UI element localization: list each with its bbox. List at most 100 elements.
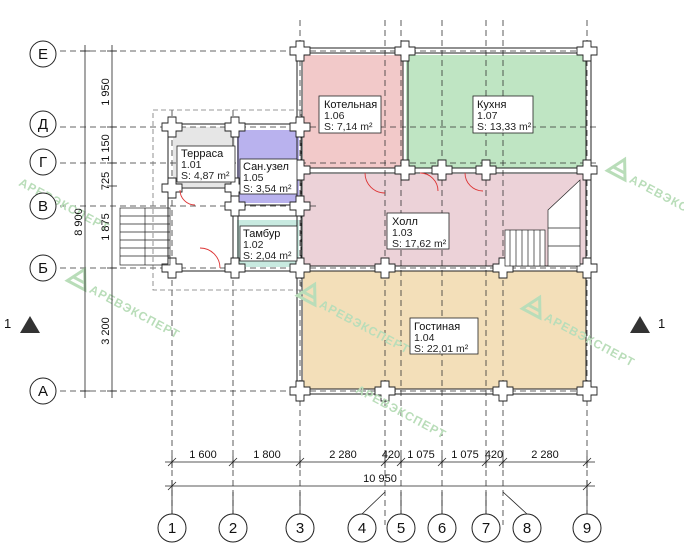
column-axis-5: 5 <box>386 492 416 543</box>
room-name-hall: Холл <box>392 216 418 228</box>
log-crossing <box>224 257 246 279</box>
row-axes: Е Д Г В Б А <box>29 40 57 405</box>
row-axis-V: В <box>29 192 57 220</box>
bottom-dim-5: 1 075 <box>407 449 435 461</box>
room-label-kitchen: Кухня 1.07 S: 13,33 m² <box>472 95 534 134</box>
log-crossing <box>394 40 416 62</box>
log-crossing <box>576 40 598 62</box>
dimension-ticks <box>167 456 592 492</box>
room-area-terrace: S: 4,87 m² <box>181 170 230 182</box>
bottom-dim-1: 1 600 <box>189 449 217 461</box>
room-area-hall: S: 17,62 m² <box>392 238 447 250</box>
room-number-living: 1.04 <box>414 332 435 344</box>
room-area-living: S: 22,01 m² <box>414 343 469 355</box>
log-crossing <box>224 195 246 217</box>
row-axis-B: Б <box>29 254 57 282</box>
watermark-4: АРЕВЭКСПЕРТ <box>604 156 684 232</box>
room-labels: Котельная 1.06 S: 7,14 m² Кухня 1.07 S: … <box>176 95 534 355</box>
row-label-G: Г <box>39 154 47 171</box>
room-number-hall: 1.03 <box>392 227 413 239</box>
left-dim-4: 1 875 <box>100 213 112 241</box>
bottom-dim-7: 420 <box>485 449 503 461</box>
terrace-outline <box>152 109 302 291</box>
room-name-living: Гостиная <box>414 321 460 333</box>
stairs-right <box>504 179 581 267</box>
row-label-A: А <box>38 383 48 400</box>
room-label-terrace: Терраса 1.01 S: 4,87 m² <box>176 145 236 183</box>
log-crossing <box>289 195 311 217</box>
log-crossing <box>374 380 396 402</box>
row-label-V: В <box>38 198 48 215</box>
room-label-boiler: Котельная 1.06 S: 7,14 m² <box>318 95 382 134</box>
room-area-bathroom: S: 3,54 m² <box>243 183 292 195</box>
bottom-dimension-labels: 1 600 1 800 2 280 420 1 075 1 075 420 2 … <box>189 449 559 485</box>
log-crossings <box>161 40 598 402</box>
section-label-right: 1 <box>658 316 665 331</box>
column-axis-3: 3 <box>285 492 315 543</box>
room-area-kitchen: S: 13,33 m² <box>477 121 532 133</box>
doors <box>179 172 484 269</box>
left-dim-2: 1 150 <box>100 134 112 162</box>
column-axis-8: 8 <box>502 491 542 543</box>
column-axis-6: 6 <box>427 492 457 543</box>
room-name-terrace: Терраса <box>181 148 224 160</box>
row-label-B: Б <box>38 260 48 277</box>
log-crossing <box>161 116 183 138</box>
log-crossing <box>161 177 183 199</box>
column-axis-1: 1 <box>157 492 187 543</box>
log-crossing <box>289 380 311 402</box>
column-label-6: 6 <box>438 520 446 537</box>
bottom-dim-6: 1 075 <box>451 449 479 461</box>
column-label-4: 4 <box>358 520 366 537</box>
bottom-dim-4: 420 <box>382 449 400 461</box>
bottom-dimension-chain <box>165 461 595 487</box>
room-number-bathroom: 1.05 <box>243 172 264 184</box>
bottom-dim-3: 2 280 <box>329 449 357 461</box>
column-label-9: 9 <box>583 520 591 537</box>
column-axis-2: 2 <box>218 492 248 543</box>
room-area-vestibule: S: 2,04 m² <box>243 250 292 262</box>
stairs-left <box>119 207 171 266</box>
bottom-dim-8: 2 280 <box>531 449 559 461</box>
log-crossing <box>475 159 497 181</box>
row-axis-E: Е <box>29 40 57 68</box>
room-name-bathroom: Сан.узел <box>243 161 289 173</box>
row-label-E: Е <box>38 46 48 63</box>
log-crossing <box>224 116 246 138</box>
row-axis-D: Д <box>29 110 57 138</box>
log-crossing <box>289 116 311 138</box>
log-crossing <box>431 159 453 181</box>
room-label-living: Гостиная 1.04 S: 22,01 m² <box>409 317 479 355</box>
room-name-kitchen: Кухня <box>477 99 506 111</box>
left-dimension-labels: 1 950 1 150 725 1 875 3 200 8 900 <box>73 78 112 345</box>
column-label-3: 3 <box>296 520 304 537</box>
left-dim-5: 3 200 <box>100 317 112 345</box>
room-number-terrace: 1.01 <box>181 159 202 171</box>
column-axis-9: 9 <box>572 492 602 543</box>
room-name-boiler: Котельная <box>324 99 377 111</box>
log-crossing <box>374 257 396 279</box>
left-dim-total: 8 900 <box>73 208 85 236</box>
column-label-7: 7 <box>482 520 490 537</box>
left-dim-3: 725 <box>100 172 112 190</box>
left-dimension-chain <box>80 45 117 398</box>
section-mark-right: 1 <box>630 316 665 333</box>
section-label-left: 1 <box>4 316 11 331</box>
log-crossing <box>576 380 598 402</box>
log-crossing <box>576 159 598 181</box>
log-crossing <box>394 159 416 181</box>
column-label-2: 2 <box>229 520 237 537</box>
left-dim-1: 1 950 <box>100 78 112 106</box>
row-axis-A: А <box>29 377 57 405</box>
room-area-boiler: S: 7,14 m² <box>324 121 373 133</box>
column-axis-7: 7 <box>471 492 501 543</box>
room-label-vestibule: Тамбур 1.02 S: 2,04 m² <box>239 225 298 262</box>
room-label-bathroom: Сан.узел 1.05 S: 3,54 m² <box>239 158 298 195</box>
watermark-text-4: АРЕВЭКСПЕРТ <box>627 172 684 232</box>
log-crossing <box>492 380 514 402</box>
room-number-kitchen: 1.07 <box>477 110 498 122</box>
column-label-8: 8 <box>523 520 531 537</box>
section-mark-left: 1 <box>4 316 40 333</box>
room-number-boiler: 1.06 <box>324 110 345 122</box>
